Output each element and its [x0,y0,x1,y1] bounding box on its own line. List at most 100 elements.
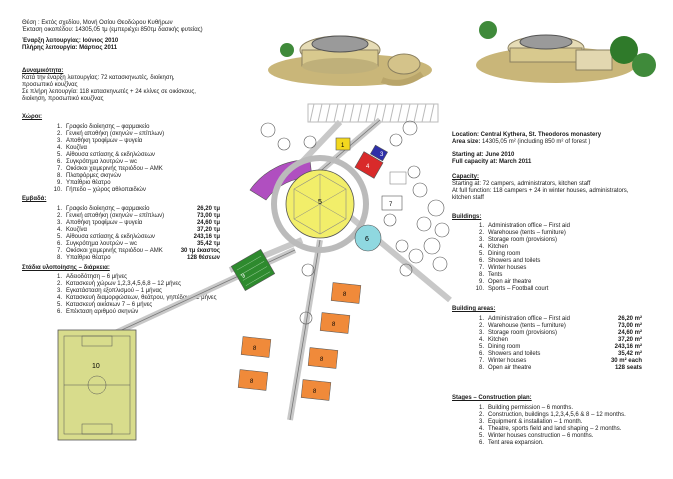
tent-platform: 8 [240,336,272,358]
capacity-en: Capacity: Starting at: 72 campers, admin… [452,174,628,202]
showers-building [354,224,382,252]
winter-house [389,171,407,185]
header-gr-line: Θέση : Εκτός σχεδίου, Μονή Οσίου Θεοδώρο… [22,20,173,26]
header-gr-line: Πλήρης λειτουργία: Μάρτιος 2011 [22,45,118,51]
list-item: 5.Dining room [478,251,521,257]
header-gr-line: Έκταση οικοπέδου: 14305,05 τμ (εμπεριέχε… [22,27,203,33]
location-text: Location: Central Kythera, St. Theodoros… [452,132,602,138]
list-item: 10.Sports – Football court [475,286,549,292]
capacity-gr-line: Κατά την έναρξη λειτουργίας: 72 κατασκην… [22,75,175,81]
svg-text:8: 8 [342,292,347,298]
buildings-en-title: Buildings: [452,214,482,220]
capacity-en-line: Starting at: 72 campers, administrators,… [452,181,591,187]
list-item: 2.Warehouse (tents – furniture) [478,230,566,236]
storage-label: 3 [380,152,384,158]
kitchen-label: 4 [366,164,370,170]
dining-ring [271,155,369,253]
starting-text: Starting at: June 2010 [452,152,515,158]
showers-label: 6 [365,236,369,243]
stages-en-title: Stages – Construction plan: [452,395,532,401]
list-item: 2.Κατασκευή χώρων 1,2,3,4,5,6,8 – 12 μήν… [56,281,181,287]
tent-platform: 8 [307,347,339,369]
svg-text:8: 8 [319,357,324,363]
list-item: 1.Αδειοδότηση – 6 μήνες [56,274,128,280]
stages-gr-title: Στάδια υλοποίησης – διάρκεια: [22,265,110,271]
capacity-en-title: Capacity: [452,174,480,180]
winter-label: 7 [389,202,393,208]
dining-room: 5 [285,169,355,239]
list-item: 1.Γραφείο διοίκησης – φαρμακείο [56,124,150,130]
tent-platform: 8 [330,282,362,304]
list-item: 3.Storage room (provisions)24,60 m² [478,330,642,336]
admin-label: 1 [341,143,345,149]
football-court: 10 [57,329,137,441]
tent-platform: 8 [319,312,351,334]
winter-house [381,195,403,211]
full-capacity-text: Full capacity at: March 2011 [452,159,532,165]
list-item: 9.Υπαίθριο θέατρο [56,180,111,186]
svg-text:8: 8 [252,346,257,352]
list-item: 4.Kitchen [478,244,509,250]
list-item: 2.Warehouse (tents – furniture)73,00 m² [478,323,642,329]
list-item: 6.Συγκρότημα λουτρών – wc [56,159,137,165]
spaces-gr-title: Χώροι: [22,114,43,120]
svg-text:8: 8 [312,389,317,395]
dining-label: 5 [318,199,322,206]
list-item: 7.Οικίσκοι χειμερινής περιόδου – AMK [56,166,163,172]
list-item: 2.Construction, buildings 1,2,3,4,5,6 & … [478,412,626,418]
list-item: 3.Αποθήκη τροφίμων – ψυγεία [56,138,143,144]
spaces-gr: Χώροι: 1.Γραφείο διοίκησης – φαρμακείο 2… [22,114,222,194]
building-areas-en-title: Building areas: [452,306,496,312]
site-plan: 2 5 1 3 4 6 7 [57,103,452,441]
header-gr: Θέση : Εκτός σχεδίου, Μονή Οσίου Θεοδώρο… [22,20,203,52]
list-item: 3.Equipment & installation – 1 month. [478,419,583,425]
tent-platform: 8 [237,369,269,391]
capacity-gr: Δυναμικότητα: Κατά την έναρξη λειτουργία… [22,68,196,103]
capacity-gr-line: Σε πλήρη λειτουργία: 118 κατασκηνωτές + … [22,89,196,95]
list-item: 5.Winter houses construction – 6 months. [478,433,594,439]
buildings-en: Buildings: 1.Administration office – Fir… [452,214,570,293]
capacity-en-line: At full function: 118 campers + 24 in wi… [452,188,629,194]
admin-building [335,137,351,151]
list-item: 1.Building permission – 6 months. [478,405,574,411]
list-item: 7.Winter houses [478,265,527,271]
list-item: 3.Storage room (provisions) [478,237,558,243]
list-item: 4.Theatre, sports field and land shaping… [478,426,622,432]
render-left [268,35,432,86]
tent-platforms: 8 8 8 8 8 8 [237,282,362,401]
paths [98,117,452,421]
list-item: 6.Tent area expansion. [478,440,544,446]
list-item: 1.Administration office – First aid [478,223,570,229]
capacity-gr-line: διοίκηση, προσωπικό κουζίνας [22,96,104,102]
court-label: 10 [92,363,100,370]
stages-gr: Στάδια υλοποίησης – διάρκεια: 1.Αδειοδότ… [22,265,217,316]
capacity-gr-title: Δυναμικότητα: [22,68,64,74]
list-item: 4.Κατασκευή διαμορφώσεων, θεάτρου, γηπέδ… [56,295,217,301]
theatre-label: 9 [241,273,247,280]
render-right [476,21,656,83]
list-item: 6.Showers and toilets [478,258,541,264]
areas-gr-title: Εμβαδά: [22,196,47,202]
capacity-en-line: kitchen staff [452,195,484,201]
stages-en: Stages – Construction plan: 1.Building p… [452,395,626,447]
open-air-theatre: 9 [230,248,276,292]
parking-hatch [307,103,439,123]
list-item: 3.Εγκατάσταση εξοπλισμού – 1 μήνας [56,288,162,294]
list-item: 6.Επέκταση αριθμού σκηνών [56,309,139,315]
list-item: 2.Γενική αποθήκη (σκηνών – επίπλων)73,00… [56,213,220,219]
header-gr-line: Έναρξη λειτουργίας: Ιούνιος 2010 [22,38,119,44]
capacity-gr-line: προσωπικό κουζίνας [22,82,78,88]
